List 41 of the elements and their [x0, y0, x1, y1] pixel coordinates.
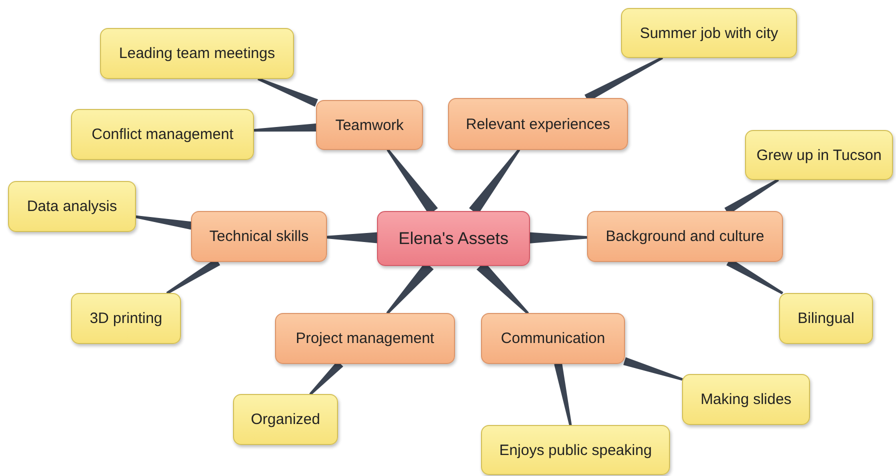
node-label: Elena's Assets	[398, 228, 509, 248]
node-label: Project management	[296, 330, 434, 347]
subtopic-box	[233, 394, 338, 445]
subtopic-box	[621, 8, 797, 58]
subtopic-box	[71, 293, 181, 344]
node-label: Making slides	[700, 391, 792, 408]
node-label: Leading team meetings	[119, 45, 275, 62]
topic-box	[316, 100, 423, 150]
node-label: Conflict management	[92, 126, 234, 143]
topic-box	[275, 313, 455, 364]
node-label: Background and culture	[606, 228, 764, 245]
connector-line	[258, 78, 318, 107]
subtopic-box	[745, 130, 893, 180]
central-topic-box	[377, 211, 530, 266]
node-label: Technical skills	[209, 228, 309, 245]
node-label: Teamwork	[335, 116, 404, 134]
subtopic-box	[8, 181, 136, 232]
topic-box	[481, 313, 625, 364]
node-label: Bilingual	[798, 310, 854, 327]
subtopic-box	[481, 425, 670, 475]
node-label: Summer job with city	[640, 24, 778, 42]
node-label: Communication	[500, 330, 606, 347]
topic-box	[448, 98, 628, 150]
node-label: Data analysis	[26, 198, 118, 215]
connector-line	[554, 362, 572, 426]
connector-line	[623, 357, 683, 381]
node-label: Relevant experiences	[466, 116, 610, 132]
connector-line	[326, 232, 378, 244]
subtopic-box	[779, 293, 873, 344]
node-label: Enjoys public speaking	[499, 442, 652, 458]
connector-line	[253, 123, 317, 132]
connector-line	[529, 232, 588, 244]
subtopic-box	[71, 109, 254, 160]
topic-box	[191, 211, 327, 262]
topic-box	[587, 211, 783, 262]
node-label: Grew up in Tucson	[756, 146, 882, 164]
node-label: Organized	[250, 411, 320, 428]
subtopic-box	[100, 28, 294, 79]
node-label: 3D printing	[90, 310, 162, 327]
connector-line	[135, 215, 192, 230]
subtopic-box	[682, 374, 810, 425]
